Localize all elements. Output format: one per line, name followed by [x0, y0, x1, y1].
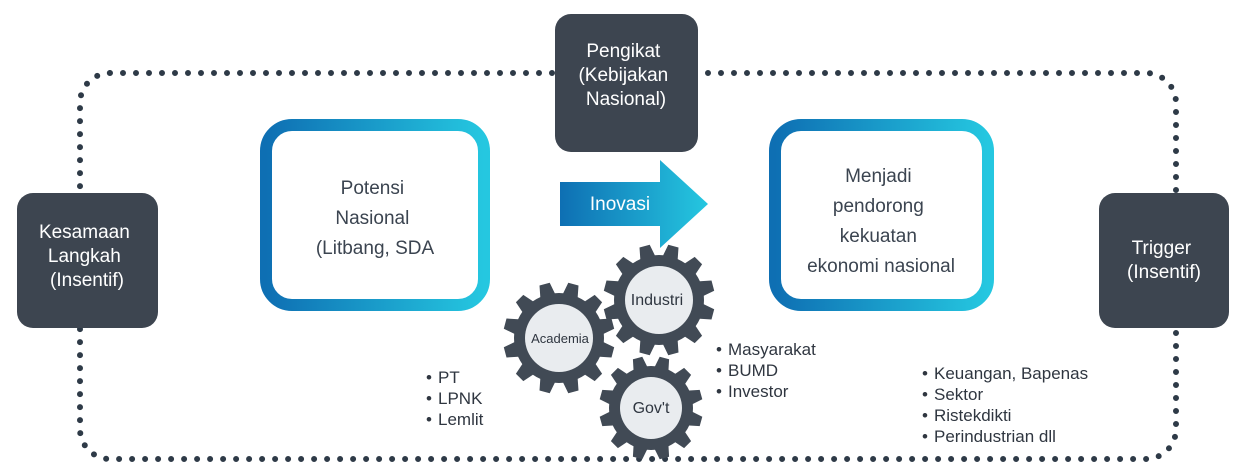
- svg-text:Kesamaan Langkah (: Kesamaan Langkah (Insentif): [39, 222, 135, 291]
- pengikat-line-2: (Kebijakan: [578, 65, 668, 86]
- list-item: Ristekdikti: [922, 405, 1088, 426]
- gear-label-govt: Gov't: [633, 400, 670, 417]
- gear-academia-icon: [503, 282, 615, 394]
- pengikat-line-1: Pengikat: [586, 41, 661, 62]
- pengikat-box: Pengikat (Kebijakan Nasional): [555, 14, 698, 152]
- svg-text:Trigger (Insentif): Trigger (Insentif): [1127, 238, 1201, 283]
- trigger-list: Keuangan, Bapenas Sektor Ristekdikti Per…: [922, 363, 1088, 447]
- kesamaan-line-1: Kesamaan: [39, 222, 130, 243]
- list-item: BUMD: [716, 360, 816, 381]
- list-item: Keuangan, Bapenas: [922, 363, 1088, 384]
- menjadi-line-4: ekonomi nasional: [807, 256, 955, 277]
- svg-text:Potensi Nasional (: Potensi Nasional (Litbang, SDA: [316, 178, 435, 259]
- list-item: Investor: [716, 381, 816, 402]
- potensi-line-2: Nasional: [335, 208, 409, 229]
- kesamaan-box: Kesamaan Langkah (Insentif): [17, 193, 158, 328]
- list-item: Perindustrian dll: [922, 426, 1088, 447]
- trigger-box: Trigger (Insentif): [1099, 193, 1229, 328]
- inovasi-label: Inovasi: [590, 194, 650, 215]
- list-item: PT: [426, 367, 483, 388]
- pengikat-line-3: Nasional): [586, 89, 666, 110]
- menjadi-line-2: pendorong: [833, 196, 924, 217]
- industri-list: Masyarakat BUMD Investor: [716, 339, 816, 402]
- list-item: Masyarakat: [716, 339, 816, 360]
- trigger-line-1: Trigger: [1132, 238, 1192, 259]
- potensi-box: Potensi Nasional (Litbang, SDA: [260, 119, 490, 311]
- kesamaan-line-3: (Insentif): [50, 270, 124, 291]
- kesamaan-line-2: Langkah: [48, 246, 121, 267]
- gear-govt-icon: [599, 356, 703, 460]
- menjadi-line-3: kekuatan: [840, 226, 917, 247]
- gear-industri-icon-center: [625, 266, 693, 334]
- academia-list: PT LPNK Lemlit: [426, 367, 483, 430]
- svg-text:Pengikat (Kebijakan: Pengikat (Kebijakan Nasional): [578, 41, 673, 110]
- list-item: Sektor: [922, 384, 1088, 405]
- gear-label-industri: Industri: [631, 292, 683, 309]
- trigger-line-2: (Insentif): [1127, 262, 1201, 283]
- menjadi-line-1: Menjadi: [845, 166, 912, 187]
- gear-govt-icon-center: [620, 377, 682, 439]
- svg-text:Menjadi pendorong: Menjadi pendorong kekuatan ekonomi nasio…: [807, 166, 955, 277]
- gear-label-academia: Academia: [531, 331, 590, 346]
- potensi-line-1: Potensi: [341, 178, 404, 199]
- gear-academia-icon-center: [525, 304, 593, 372]
- gear-industri-icon: [603, 244, 715, 356]
- menjadi-box: Menjadi pendorong kekuatan ekonomi nasio…: [769, 119, 994, 311]
- gears-group: [503, 244, 715, 460]
- list-item: Lemlit: [426, 409, 483, 430]
- inovasi-arrow: Inovasi: [560, 160, 708, 248]
- list-item: LPNK: [426, 388, 483, 409]
- potensi-line-3: (Litbang, SDA: [316, 238, 435, 259]
